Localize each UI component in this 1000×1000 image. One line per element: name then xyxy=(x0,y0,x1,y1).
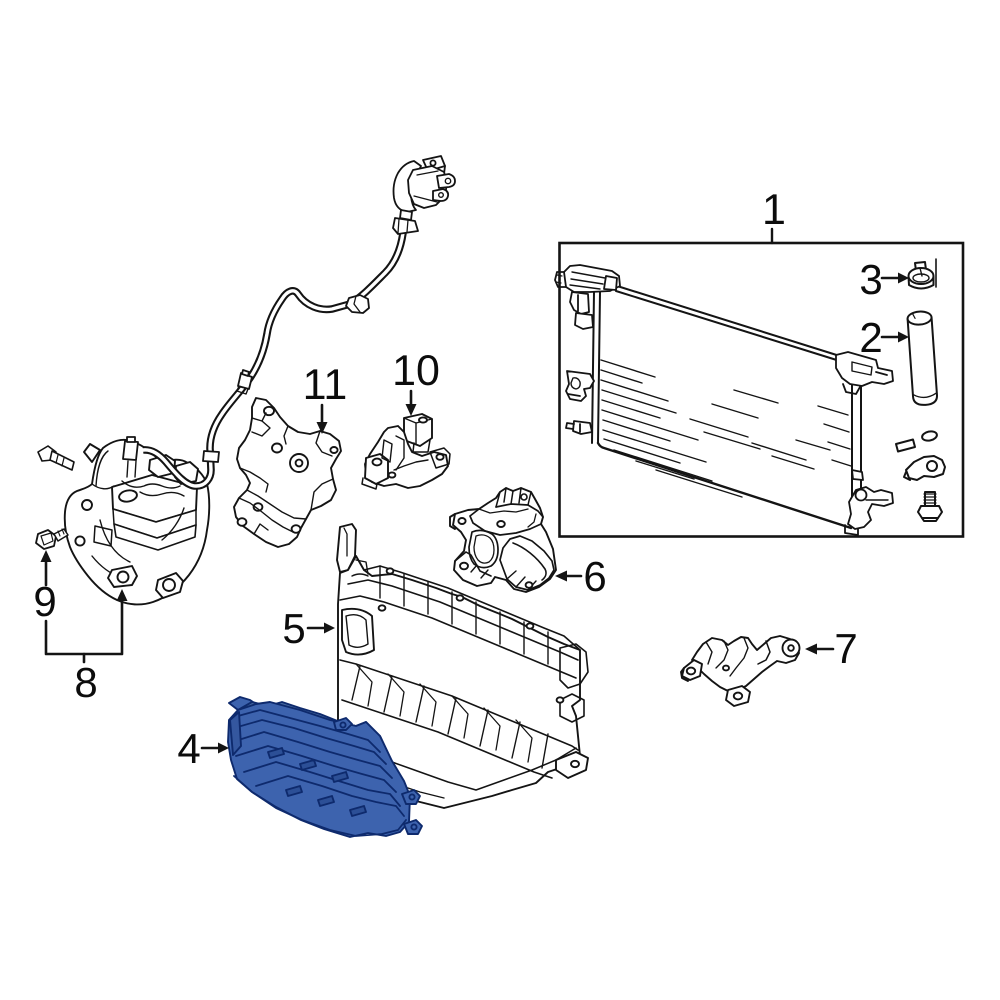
svg-text:6: 6 xyxy=(583,553,606,600)
svg-text:2: 2 xyxy=(859,314,882,361)
svg-text:4: 4 xyxy=(177,725,200,772)
svg-text:8: 8 xyxy=(74,659,97,706)
svg-text:11: 11 xyxy=(303,361,348,409)
svg-text:9: 9 xyxy=(33,578,56,625)
svg-text:3: 3 xyxy=(859,256,882,303)
svg-text:5: 5 xyxy=(282,605,305,652)
svg-text:10: 10 xyxy=(392,347,440,395)
svg-text:1: 1 xyxy=(762,186,786,234)
svg-text:7: 7 xyxy=(834,625,857,672)
